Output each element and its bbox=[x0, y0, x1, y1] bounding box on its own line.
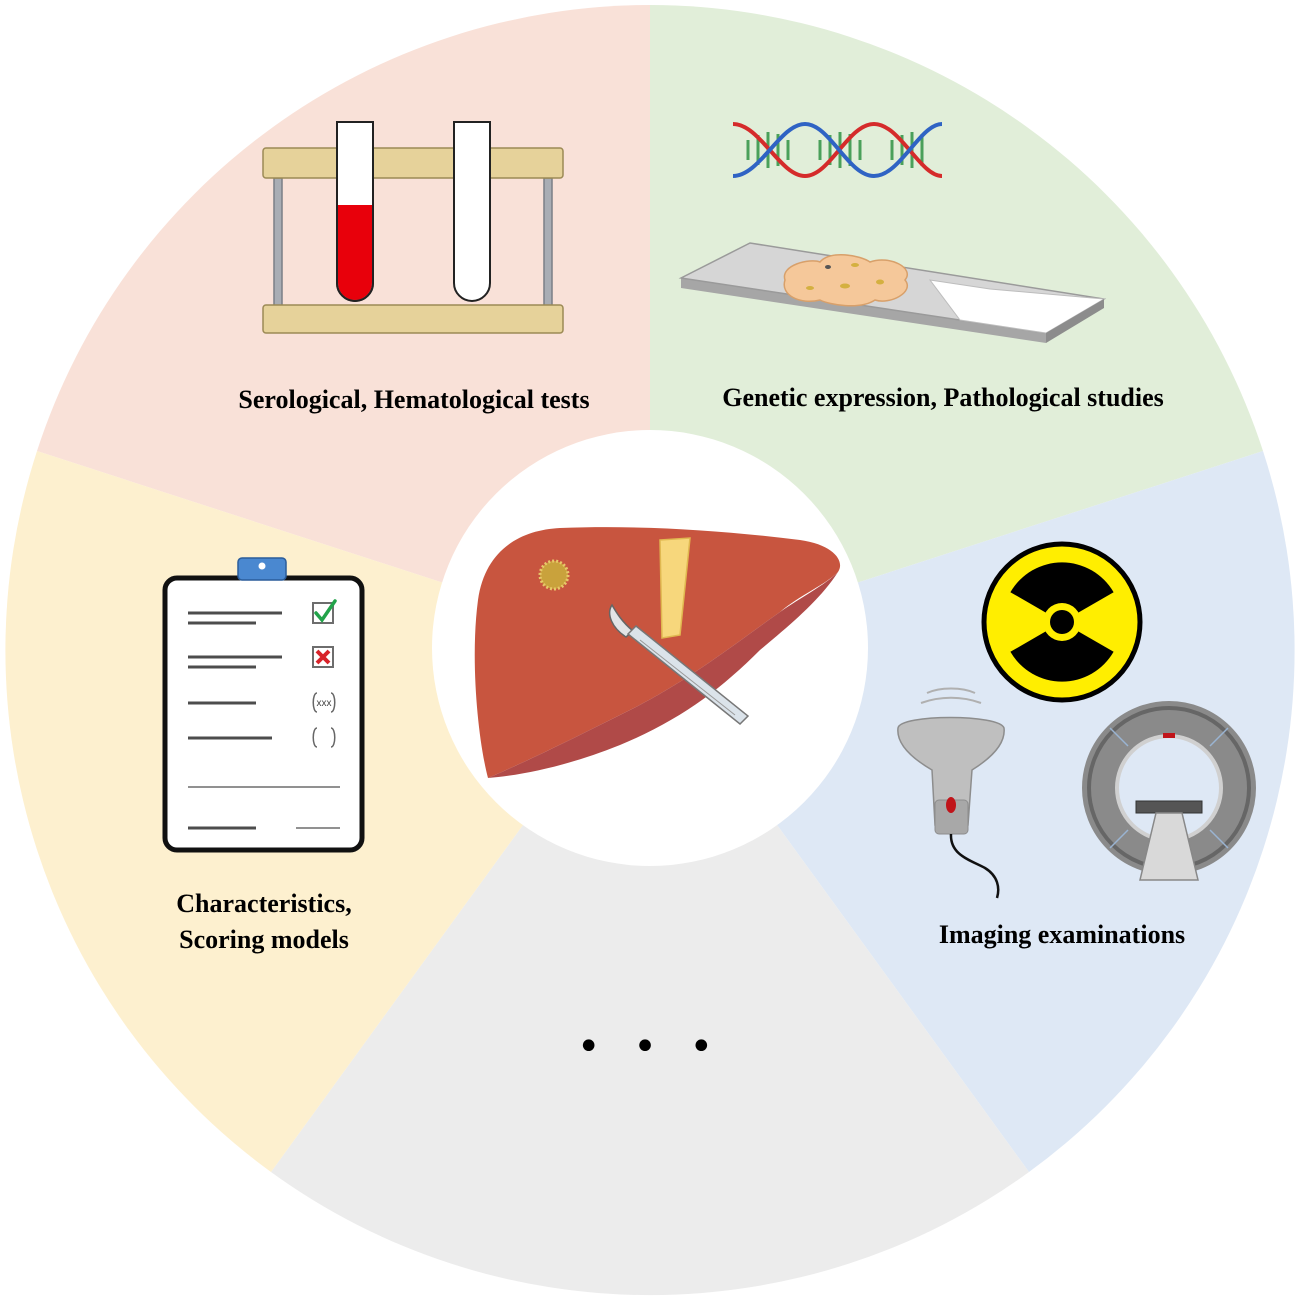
bracket-empty-icon bbox=[312, 727, 336, 748]
label-genetic: Genetic expression, Pathological studies bbox=[722, 383, 1164, 412]
ct-scanner-icon bbox=[1082, 701, 1256, 881]
lesion-icon bbox=[538, 559, 570, 591]
radiation-icon bbox=[981, 541, 1143, 703]
segment-other bbox=[271, 650, 1029, 1296]
microscope-slide-icon bbox=[678, 242, 1107, 343]
tissue-sample-icon bbox=[783, 254, 908, 307]
clipboard-icon: xxx bbox=[162, 557, 365, 853]
test-tube-rack-icon bbox=[262, 121, 564, 334]
checkbox-checked-icon bbox=[312, 599, 337, 624]
label-serological: Serological, Hematological tests bbox=[238, 385, 589, 414]
placeholder-text: xxx bbox=[317, 698, 332, 709]
label-more-ellipsis: • • • bbox=[577, 1024, 723, 1070]
checkbox-crossed-icon bbox=[312, 646, 334, 668]
scalpel-icon bbox=[608, 603, 750, 726]
label-imaging: Imaging examinations bbox=[939, 920, 1185, 949]
dna-icon bbox=[732, 121, 943, 179]
ultrasound-probe-icon bbox=[897, 687, 1005, 899]
label-characteristics-line1: Characteristics, bbox=[176, 889, 351, 918]
blood-tube-icon bbox=[336, 121, 374, 302]
label-characteristics-line2: Scoring models bbox=[179, 925, 349, 954]
bracket-placeholder-icon: xxx bbox=[312, 692, 336, 713]
empty-tube-icon bbox=[453, 121, 491, 302]
